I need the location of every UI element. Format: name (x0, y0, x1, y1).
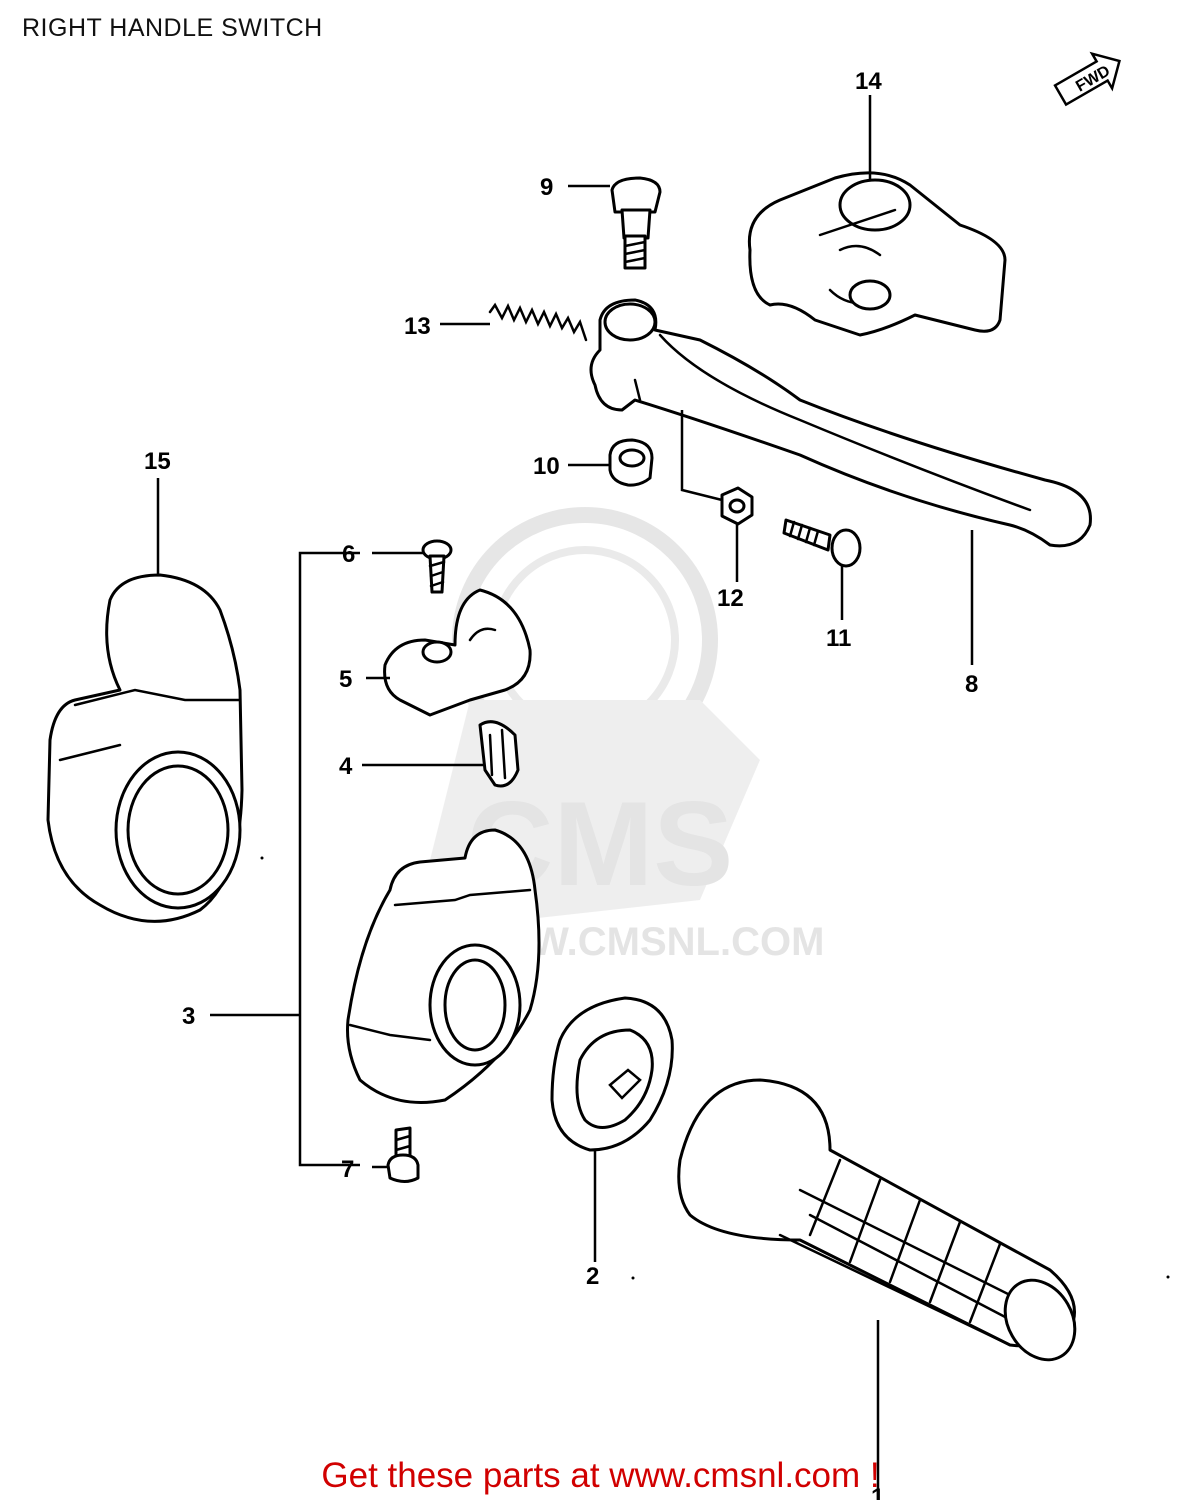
callout-7: 7 (341, 1156, 354, 1183)
callout-15: 15 (144, 448, 171, 475)
part-11-screw (782, 518, 862, 568)
callout-13: 13 (404, 313, 431, 340)
callout-4: 4 (339, 753, 353, 780)
part-3-switch-housing (346, 828, 541, 1104)
footer-link[interactable]: Get these parts at www.cmsnl.com ! (321, 1456, 880, 1495)
part-4-clip (478, 720, 520, 788)
callout-11: 11 (826, 625, 851, 652)
part-14-lever-holder (747, 171, 1007, 337)
callout-6: 6 (342, 541, 355, 568)
part-1-throttle-grip (677, 1078, 1077, 1362)
part-10-nut (608, 438, 654, 487)
forward-arrow-icon: FWD (1053, 51, 1121, 107)
callout-1: 1 (871, 1484, 884, 1500)
callout-9: 9 (540, 174, 553, 201)
callout-2: 2 (586, 1263, 599, 1290)
part-9-pivot-bolt (610, 176, 662, 270)
part-15-switch-cover (46, 573, 244, 923)
callouts: 14 9 13 10 15 6 12 11 5 8 4 3 7 2 1 (144, 68, 978, 1500)
part-12-nut (720, 486, 754, 526)
part-8-lever (589, 298, 1092, 548)
part-5-switch-cover (383, 588, 532, 717)
callout-14: 14 (855, 68, 882, 95)
part-6-screw (421, 539, 453, 594)
callout-12: 12 (717, 585, 744, 612)
callout-5: 5 (339, 666, 352, 693)
callout-3: 3 (182, 1003, 195, 1030)
leader-lines (156, 95, 974, 1490)
callout-8: 8 (965, 671, 978, 698)
part-7-screw (386, 1126, 420, 1183)
page-title: RIGHT HANDLE SWITCH (22, 14, 323, 42)
callout-10: 10 (533, 453, 560, 480)
part-2-collar (550, 996, 674, 1152)
part-13-spring (488, 302, 588, 342)
